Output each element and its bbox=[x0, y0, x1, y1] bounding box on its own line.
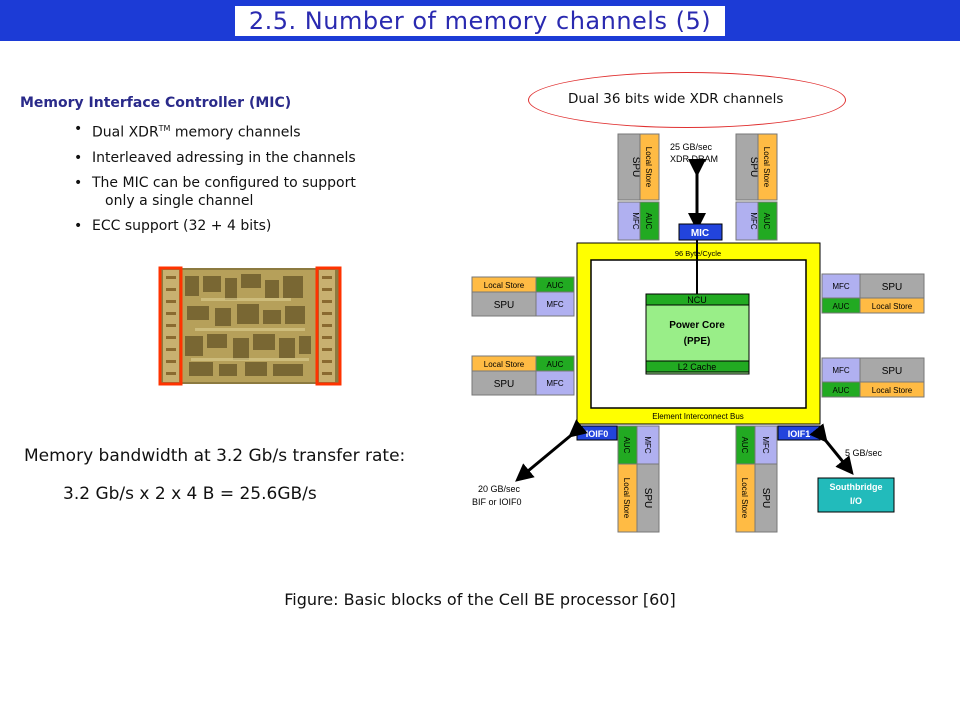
svg-text:L2 Cache: L2 Cache bbox=[678, 362, 717, 372]
list-item: Interleaved adressing in the channels bbox=[70, 149, 450, 167]
title-bar: 2.5. Number of memory channels (5) bbox=[0, 0, 960, 41]
svg-text:IOIF1: IOIF1 bbox=[788, 429, 811, 439]
svg-text:AUC: AUC bbox=[622, 437, 631, 454]
xdr-dram-label: XDR DRAM bbox=[670, 154, 718, 164]
spe-left-1: Local Store AUC SPU MFC bbox=[471, 276, 575, 317]
svg-text:NCU: NCU bbox=[687, 295, 707, 305]
xdr-rate-label: 25 GB/sec bbox=[670, 142, 713, 152]
ppe-block: NCU Power Core (PPE) L2 Cache bbox=[645, 293, 750, 375]
list-item: The MIC can be configured to supportonly… bbox=[70, 174, 450, 210]
svg-text:BIF or IOIF0: BIF or IOIF0 bbox=[472, 497, 522, 507]
svg-text:SPU: SPU bbox=[630, 157, 641, 178]
spe-top-right: SPU Local Store MFC AUC bbox=[735, 133, 778, 241]
svg-text:MFC: MFC bbox=[631, 212, 640, 230]
mic-heading: Memory Interface Controller (MIC) bbox=[20, 95, 292, 111]
figure-caption: Figure: Basic blocks of the Cell BE proc… bbox=[284, 590, 676, 609]
svg-text:Local Store: Local Store bbox=[740, 478, 749, 519]
svg-text:MFC: MFC bbox=[761, 436, 770, 454]
svg-text:SPU: SPU bbox=[882, 282, 903, 293]
svg-text:Southbridge: Southbridge bbox=[830, 482, 883, 492]
mic-highlight-right bbox=[315, 266, 342, 386]
svg-text:Local Store: Local Store bbox=[872, 302, 913, 311]
spe-left-2: Local Store AUC SPU MFC bbox=[471, 355, 575, 396]
svg-text:AUC: AUC bbox=[762, 213, 771, 230]
mic-highlight-left bbox=[158, 266, 183, 386]
svg-text:(PPE): (PPE) bbox=[684, 336, 711, 347]
svg-text:MFC: MFC bbox=[832, 282, 850, 291]
svg-text:Local Store: Local Store bbox=[484, 281, 525, 290]
svg-text:Element Interconnect Bus: Element Interconnect Bus bbox=[652, 412, 744, 421]
spe-bottom-right: AUC MFC Local Store SPU bbox=[735, 425, 778, 533]
svg-text:Local Store: Local Store bbox=[644, 147, 653, 188]
svg-text:20 GB/sec: 20 GB/sec bbox=[478, 484, 521, 494]
svg-text:SPU: SPU bbox=[882, 366, 903, 377]
chip-die-photo bbox=[158, 266, 342, 386]
mic-block bbox=[678, 223, 723, 241]
svg-text:SPU: SPU bbox=[748, 157, 759, 178]
svg-text:I/O: I/O bbox=[850, 496, 862, 506]
svg-text:AUC: AUC bbox=[833, 386, 850, 395]
svg-text:AUC: AUC bbox=[547, 360, 564, 369]
svg-text:MFC: MFC bbox=[546, 300, 564, 309]
mic-feature-list: Dual XDRTM memory channels Interleaved a… bbox=[70, 120, 450, 242]
list-item: Dual XDRTM memory channels bbox=[70, 120, 450, 142]
spe-right-1: MFC SPU AUC Local Store bbox=[821, 273, 925, 314]
svg-text:Local Store: Local Store bbox=[872, 386, 913, 395]
svg-text:Local Store: Local Store bbox=[762, 147, 771, 188]
svg-text:SPU: SPU bbox=[494, 379, 515, 390]
svg-text:MFC: MFC bbox=[749, 212, 758, 230]
bandwidth-formula: 3.2 Gb/s x 2 x 4 B = 25.6GB/s bbox=[63, 484, 317, 504]
svg-text:SPU: SPU bbox=[642, 488, 653, 509]
spe-bottom-left: AUC MFC Local Store SPU bbox=[617, 425, 660, 533]
svg-text:MFC: MFC bbox=[832, 366, 850, 375]
spe-top-left: SPU Local Store MFC AUC bbox=[617, 133, 660, 241]
svg-text:5 GB/sec: 5 GB/sec bbox=[845, 448, 883, 458]
svg-text:AUC: AUC bbox=[833, 302, 850, 311]
svg-text:IOIF0: IOIF0 bbox=[586, 429, 609, 439]
svg-text:AUC: AUC bbox=[740, 437, 749, 454]
svg-text:Local Store: Local Store bbox=[622, 478, 631, 519]
callout-ellipse bbox=[528, 72, 846, 128]
bandwidth-label: Memory bandwidth at 3.2 Gb/s transfer ra… bbox=[24, 446, 406, 466]
spe-right-2: MFC SPU AUC Local Store bbox=[821, 357, 925, 398]
svg-text:Local Store: Local Store bbox=[484, 360, 525, 369]
svg-text:AUC: AUC bbox=[644, 213, 653, 230]
list-item: ECC support (32 + 4 bits) bbox=[70, 217, 450, 235]
slide-title: 2.5. Number of memory channels (5) bbox=[234, 5, 726, 36]
southbridge-block bbox=[817, 477, 895, 513]
svg-text:MFC: MFC bbox=[546, 379, 564, 388]
svg-text:MIC: MIC bbox=[691, 228, 709, 239]
callout-text: Dual 36 bits wide XDR channels bbox=[568, 91, 784, 107]
svg-text:SPU: SPU bbox=[494, 300, 515, 311]
svg-text:MFC: MFC bbox=[643, 436, 652, 454]
svg-text:Power Core: Power Core bbox=[669, 320, 725, 331]
svg-text:SPU: SPU bbox=[760, 488, 771, 509]
svg-text:AUC: AUC bbox=[547, 281, 564, 290]
